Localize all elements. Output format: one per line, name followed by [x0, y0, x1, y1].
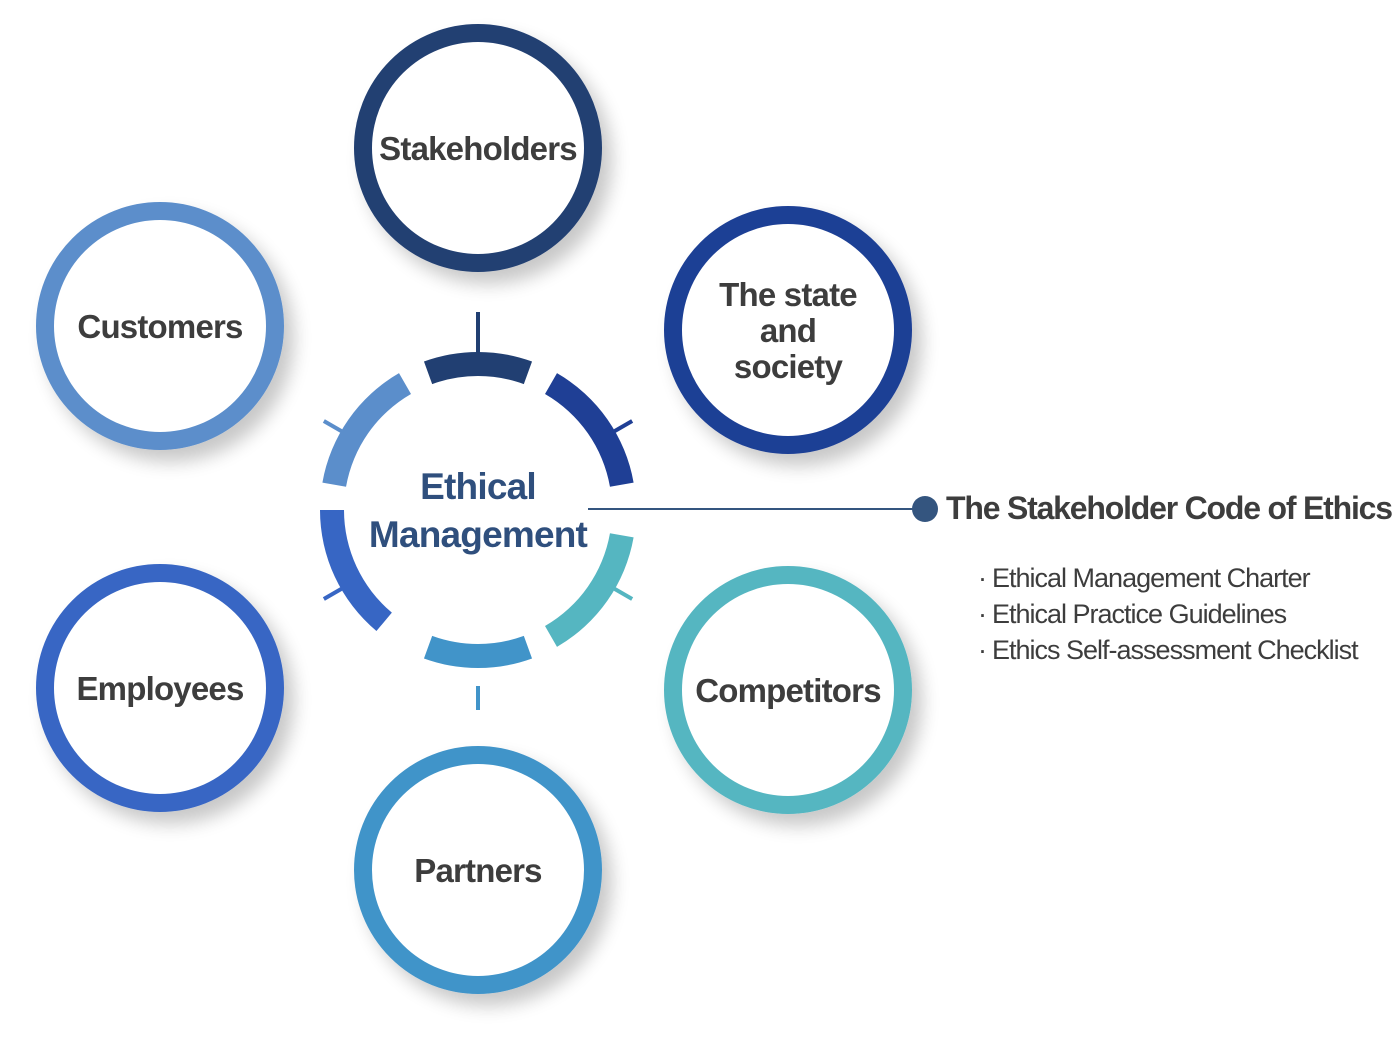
node-employees: Employees	[36, 564, 284, 812]
leader-dot	[912, 496, 938, 522]
ring-segment-state-society	[545, 373, 634, 487]
node-circle-employees	[36, 564, 284, 812]
node-label-state-society: The state	[719, 276, 857, 313]
ring-segment-competitors	[545, 533, 634, 647]
ring-segment-partners	[423, 635, 533, 668]
node-label-competitors: Competitors	[695, 672, 881, 709]
node-competitors: Competitors	[664, 566, 912, 814]
code-item-guidelines: ·Ethical Practice Guidelines	[978, 596, 1358, 632]
code-of-ethics-title: The Stakeholder Code of Ethics	[946, 490, 1393, 526]
center-ring	[320, 352, 634, 668]
node-label-state-society: society	[734, 348, 844, 385]
code-item-label: Ethical Practice Guidelines	[992, 599, 1287, 629]
ring-segment-employees	[320, 510, 392, 632]
bullet-mark: ·	[978, 635, 987, 665]
ring-segment-customers	[322, 373, 411, 487]
node-label-state-society: and	[760, 312, 816, 349]
node-label-stakeholders: Stakeholders	[379, 130, 577, 167]
code-item-label: Ethical Management Charter	[992, 563, 1311, 593]
node-partners: Partners	[354, 746, 602, 994]
node-label-partners: Partners	[414, 852, 542, 889]
node-circle-partners	[354, 746, 602, 994]
node-label-employees: Employees	[76, 670, 243, 707]
node-circle-stakeholders	[354, 24, 602, 272]
center-label: Ethical Management	[369, 466, 588, 555]
bullet-mark: ·	[978, 599, 987, 629]
center-label-line-2: Management	[369, 514, 588, 555]
bullet-mark: ·	[978, 563, 987, 593]
code-item-label: Ethics Self-assessment Checklist	[992, 635, 1359, 665]
node-circle-state-society	[664, 206, 912, 454]
node-label-customers: Customers	[77, 308, 242, 345]
node-stakeholders: Stakeholders	[354, 24, 602, 272]
code-of-ethics-panel: The Stakeholder Code of Ethics ·Ethical …	[912, 488, 1398, 678]
code-item-checklist: ·Ethics Self-assessment Checklist	[978, 632, 1359, 668]
center-label-line-1: Ethical	[420, 466, 536, 507]
ring-segment-stakeholders	[423, 352, 533, 385]
code-of-ethics-list: ·Ethical Management Charter ·Ethical Pra…	[978, 560, 1359, 668]
node-circle-competitors	[664, 566, 912, 814]
code-item-charter: ·Ethical Management Charter	[978, 560, 1358, 596]
node-customers: Customers	[36, 202, 284, 450]
node-circle-customers	[36, 202, 284, 450]
